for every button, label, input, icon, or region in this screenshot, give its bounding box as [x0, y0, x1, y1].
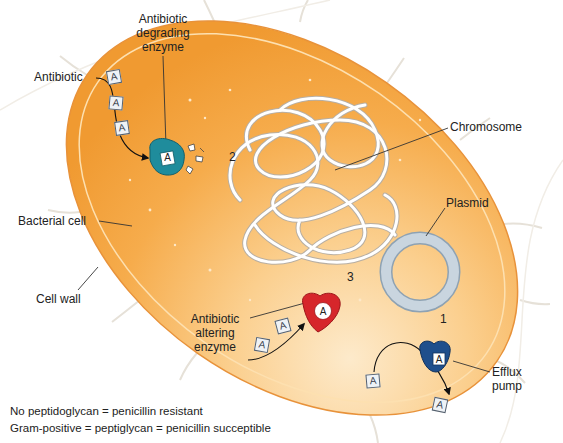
molecule-letter: A	[436, 399, 445, 410]
antibiotic-molecule: A	[114, 120, 130, 136]
pump-label: Efflux pump	[492, 365, 538, 393]
molecule-letter: A	[118, 123, 126, 134]
antibiotic-paths	[96, 78, 449, 394]
molecule-letter: A	[110, 71, 118, 82]
callout-number: 1	[440, 312, 447, 326]
antibiotic-fragments	[186, 144, 204, 174]
chromosome-dna	[230, 98, 397, 262]
enzyme-label: Antibiotic altering enzyme	[178, 312, 252, 354]
enzyme-label: Antibiotic degrading enzyme	[124, 12, 202, 54]
callout-number: 3	[347, 270, 354, 284]
molecule-letter: A	[278, 320, 287, 331]
molecule-letter: A	[369, 376, 377, 387]
note-text: Gram-positive = peptiglycan = penicillin…	[10, 421, 271, 435]
efflux-pump	[420, 341, 450, 372]
callout-number: 2	[229, 150, 236, 164]
leader-lines	[78, 56, 490, 372]
cell-dots	[129, 79, 421, 302]
antibiotic-letter: A	[161, 151, 174, 165]
plasmid-ring	[386, 238, 454, 306]
antibiotic-molecule: A	[365, 373, 380, 388]
antibiotic-letter: A	[317, 305, 329, 319]
chromosome-label: Chromosome	[450, 120, 522, 134]
antibiotic-molecule: A	[108, 95, 123, 110]
antibiotic-label: Antibiotic	[34, 70, 83, 84]
antibiotic-letter: A	[433, 353, 445, 367]
cell-wall-label: Cell wall	[36, 292, 81, 306]
altering-enzyme	[303, 293, 341, 332]
plasmid-label: Plasmid	[446, 196, 489, 210]
antibiotic-molecule: A	[254, 337, 270, 353]
antibiotic-molecule: A	[432, 397, 449, 414]
antibiotic-molecule: A	[106, 69, 122, 85]
degrading-enzyme	[150, 138, 185, 175]
cell-label: Bacterial cell	[18, 214, 86, 228]
molecule-letter: A	[258, 339, 266, 350]
note-text: No peptidoglycan = penicillin resistant	[10, 404, 203, 418]
molecule-letter: A	[112, 98, 120, 109]
